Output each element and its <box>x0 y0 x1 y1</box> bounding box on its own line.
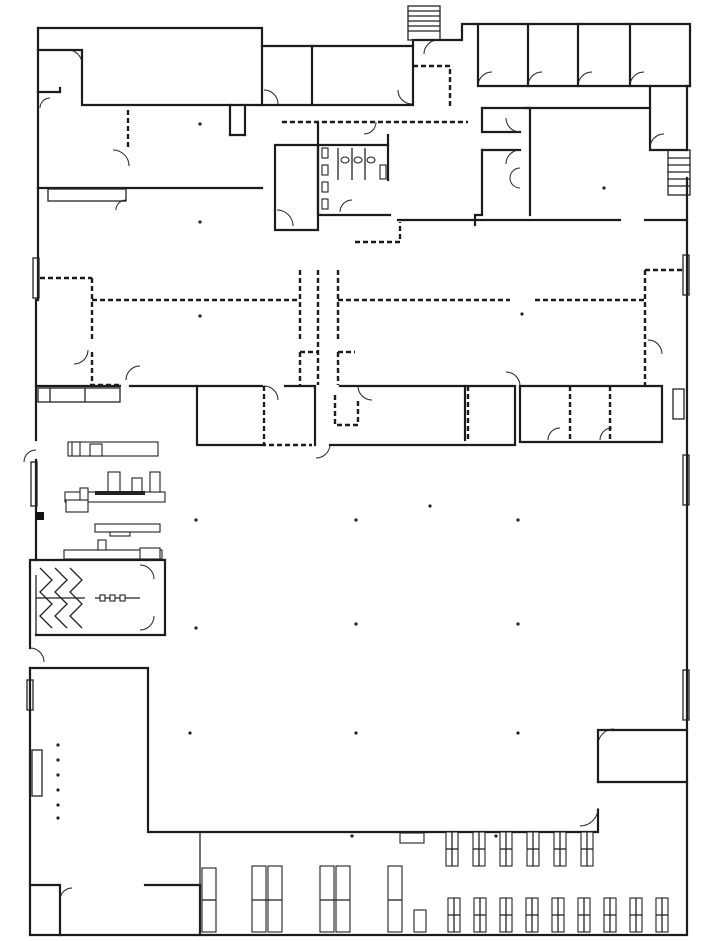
stair-right <box>667 149 691 196</box>
northeast-interior-rooms <box>396 106 689 227</box>
column-marker <box>194 518 198 522</box>
locker-grid-upper <box>445 831 594 867</box>
column-marker <box>198 314 202 318</box>
restroom-core <box>273 120 468 244</box>
column-marker <box>56 773 60 777</box>
column-marker <box>520 312 524 316</box>
column-marker <box>354 622 358 626</box>
locker-grid-lower <box>447 897 669 933</box>
structural-columns <box>56 122 606 838</box>
stair-top <box>407 5 441 41</box>
southwest-room <box>28 647 600 937</box>
southeast-room <box>579 728 689 827</box>
column-marker <box>516 731 520 735</box>
central-office-zone <box>40 268 685 387</box>
west-upper-room <box>36 110 264 211</box>
column-marker <box>354 731 358 735</box>
column-marker <box>350 834 354 838</box>
column-marker <box>188 731 192 735</box>
production-equipment <box>34 441 167 637</box>
northeast-office-row <box>423 22 692 152</box>
column-marker <box>194 626 198 630</box>
column-marker <box>354 518 358 522</box>
column-marker <box>56 788 60 792</box>
column-marker <box>494 834 498 838</box>
column-marker <box>516 622 520 626</box>
north-office-block <box>36 44 452 137</box>
column-marker <box>56 758 60 762</box>
storage-racks <box>201 832 427 933</box>
column-marker <box>428 504 432 508</box>
column-marker <box>198 122 202 126</box>
column-marker <box>516 518 520 522</box>
column-marker <box>198 220 202 224</box>
mid-room-row <box>23 365 685 463</box>
column-marker <box>602 186 606 190</box>
column-marker <box>56 743 60 747</box>
column-marker <box>56 816 60 820</box>
column-marker <box>56 803 60 807</box>
